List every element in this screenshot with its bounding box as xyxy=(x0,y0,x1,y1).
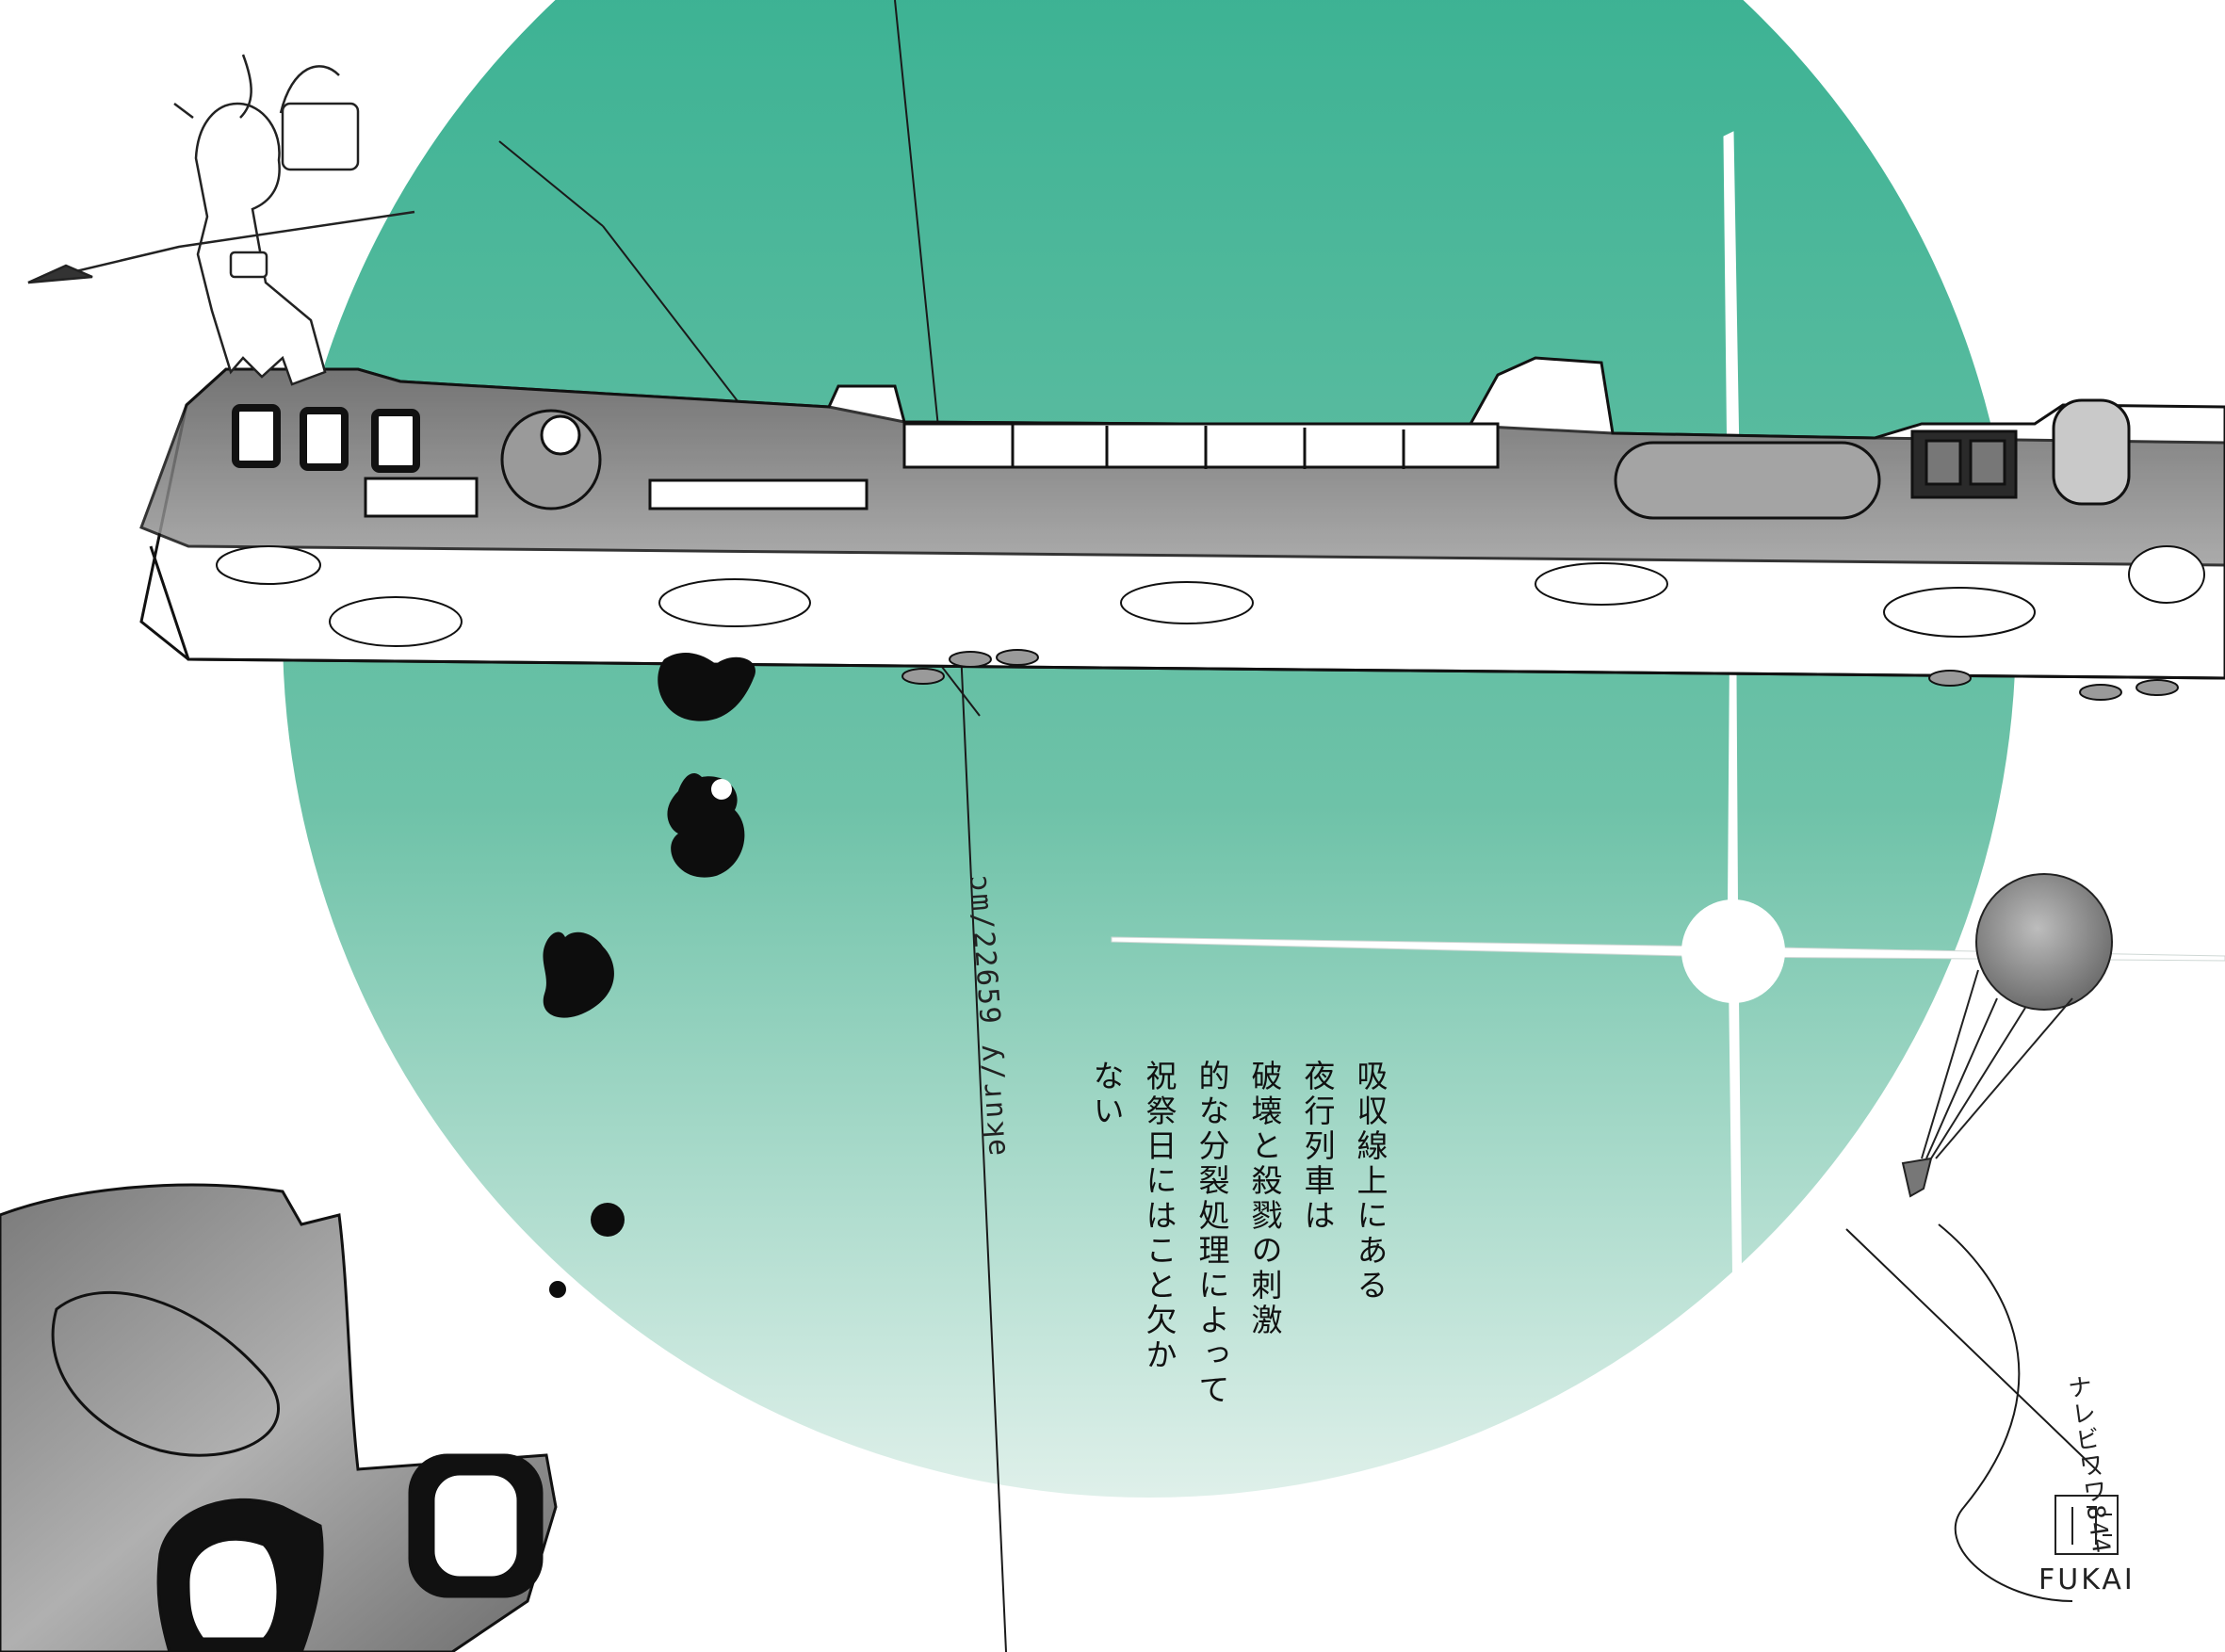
train-feet xyxy=(901,649,2179,701)
artist-signature: FUKAI xyxy=(2038,1563,2136,1596)
poem-line: 祝祭日にはこと欠か xyxy=(1141,1060,1177,1373)
poem-line: 的な分裂処理によって xyxy=(1194,1060,1230,1408)
poem-text: 吸収線上にある 夜行列車は 破壊と殺戮の刺激 的な分裂処理によって 祝祭日にはこ… xyxy=(1080,1060,1396,1531)
poem-line: 夜行列車は xyxy=(1299,1060,1336,1234)
train xyxy=(139,356,2225,701)
ink-blots xyxy=(543,653,755,1298)
balloon xyxy=(1901,873,2113,1198)
machine-object xyxy=(0,1183,558,1652)
poem-line: ない xyxy=(1088,1060,1125,1129)
poem-line: 破壊と殺戮の刺激 xyxy=(1246,1060,1283,1338)
train-wheels xyxy=(216,545,2205,647)
demon-figure xyxy=(27,54,415,386)
poem-line: 吸収線上にある xyxy=(1352,1060,1389,1304)
signature-box xyxy=(2054,1495,2119,1555)
